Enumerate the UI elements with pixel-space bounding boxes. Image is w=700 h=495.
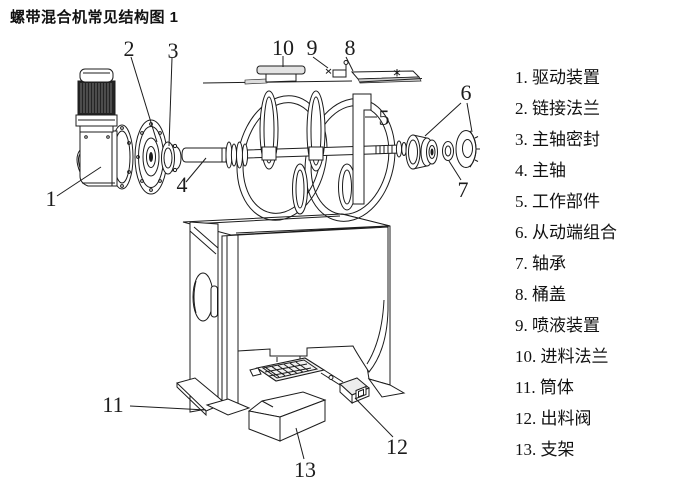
motor-drawing	[75, 68, 134, 190]
legend-item-8: 8. 桶盖	[515, 285, 566, 304]
callout-leader-lines	[56, 56, 473, 460]
end-disc-drawing	[455, 130, 480, 168]
ribbon-agitator-drawing	[181, 90, 415, 222]
callout-11: 11	[102, 392, 123, 417]
callout-10: 10	[272, 35, 294, 60]
main-shaft-drawing	[181, 140, 415, 169]
legend-item-2: 2. 链接法兰	[515, 99, 600, 118]
callout-12: 12	[386, 434, 408, 459]
barrel-cover-drawing	[202, 60, 423, 85]
legend-item-5: 5. 工作部件	[515, 192, 600, 211]
legend-item-4: 4. 主轴	[515, 161, 566, 180]
shaft-seal-drawing	[161, 141, 182, 175]
callout-numbers: 1 2 3 4 5 6 7 8 9 10 11 12 13	[46, 35, 472, 482]
driven-end-bearing-drawing	[405, 130, 480, 170]
callout-6: 6	[461, 80, 472, 105]
discharge-valve-drawing	[249, 357, 370, 405]
callout-5: 5	[379, 105, 390, 130]
feed-flange-drawing	[256, 65, 306, 83]
figure-title: 螺带混合机常见结构图 1	[10, 9, 179, 26]
legend-item-11: 11. 筒体	[515, 378, 574, 397]
barrel-body-drawing	[176, 213, 406, 417]
callout-3: 3	[168, 38, 179, 63]
coupling-flange-drawing	[134, 119, 168, 195]
callout-4: 4	[177, 172, 188, 197]
parts-legend: 1. 驱动装置 2. 链接法兰 3. 主轴密封 4. 主轴 5. 工作部件 6.…	[515, 62, 695, 465]
callout-8: 8	[345, 35, 356, 60]
legend-item-10: 10. 进料法兰	[515, 347, 609, 366]
legend-item-6: 6. 从动端组合	[515, 223, 617, 242]
legend-item-13: 13. 支架	[515, 440, 575, 459]
callout-9: 9	[307, 35, 318, 60]
callout-13: 13	[294, 457, 316, 482]
spray-device-drawing	[325, 60, 349, 78]
callout-7: 7	[458, 177, 469, 202]
support-bracket-drawing	[247, 391, 327, 442]
legend-item-12: 12. 出料阀	[515, 409, 592, 428]
callout-1: 1	[46, 186, 57, 211]
callout-2: 2	[124, 36, 135, 61]
legend-item-1: 1. 驱动装置	[515, 68, 600, 87]
bearing-ring-drawing	[442, 141, 454, 161]
legend-item-3: 3. 主轴密封	[515, 130, 600, 149]
legend-item-7: 7. 轴承	[515, 254, 566, 273]
legend-item-9: 9. 喷液装置	[515, 316, 600, 335]
